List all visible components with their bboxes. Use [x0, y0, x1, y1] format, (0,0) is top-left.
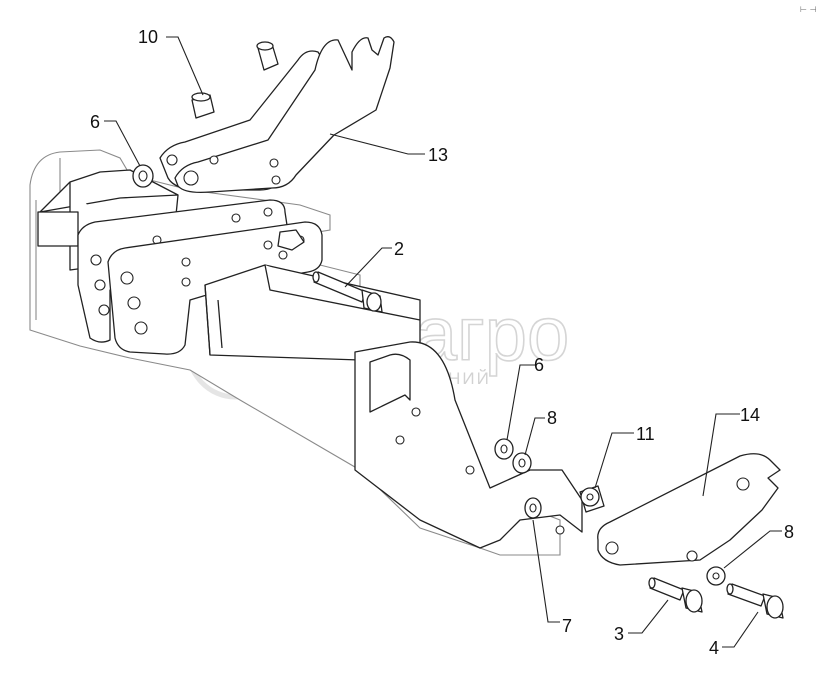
callout-14: 14	[740, 405, 760, 425]
washer-8-upper	[512, 452, 532, 474]
washer-8-lower	[706, 566, 726, 586]
callout-10: 10	[138, 27, 158, 47]
callout-4: 4	[709, 638, 719, 658]
callout-8-upper: 8	[547, 408, 557, 428]
callout-8-lower: 8	[784, 522, 794, 542]
callout-3: 3	[614, 624, 624, 644]
callout-6-lower: 6	[534, 355, 544, 375]
washer-6-lower	[494, 438, 514, 460]
bolt-3	[648, 577, 703, 613]
bushing-10	[191, 41, 279, 119]
link-plate-14	[597, 453, 781, 566]
washer-6-upper	[132, 164, 154, 188]
upper-bracket-13	[159, 36, 395, 194]
callout-7: 7	[562, 616, 572, 636]
callout-2: 2	[394, 239, 404, 259]
washer-7	[524, 497, 542, 519]
callout-labels: 10 6 13 2 6 8 11 14 8 7 3 4	[90, 27, 794, 658]
right-side-bracket	[354, 341, 583, 549]
bolt-2	[312, 271, 383, 313]
callout-6-upper: 6	[90, 112, 100, 132]
bolt-4	[726, 583, 784, 619]
callout-11: 11	[636, 424, 655, 444]
bushing-11	[579, 485, 605, 513]
corner-mark: ⊢ ⊣	[800, 5, 817, 14]
callout-13: 13	[428, 145, 448, 165]
leader-lines	[104, 36, 782, 648]
